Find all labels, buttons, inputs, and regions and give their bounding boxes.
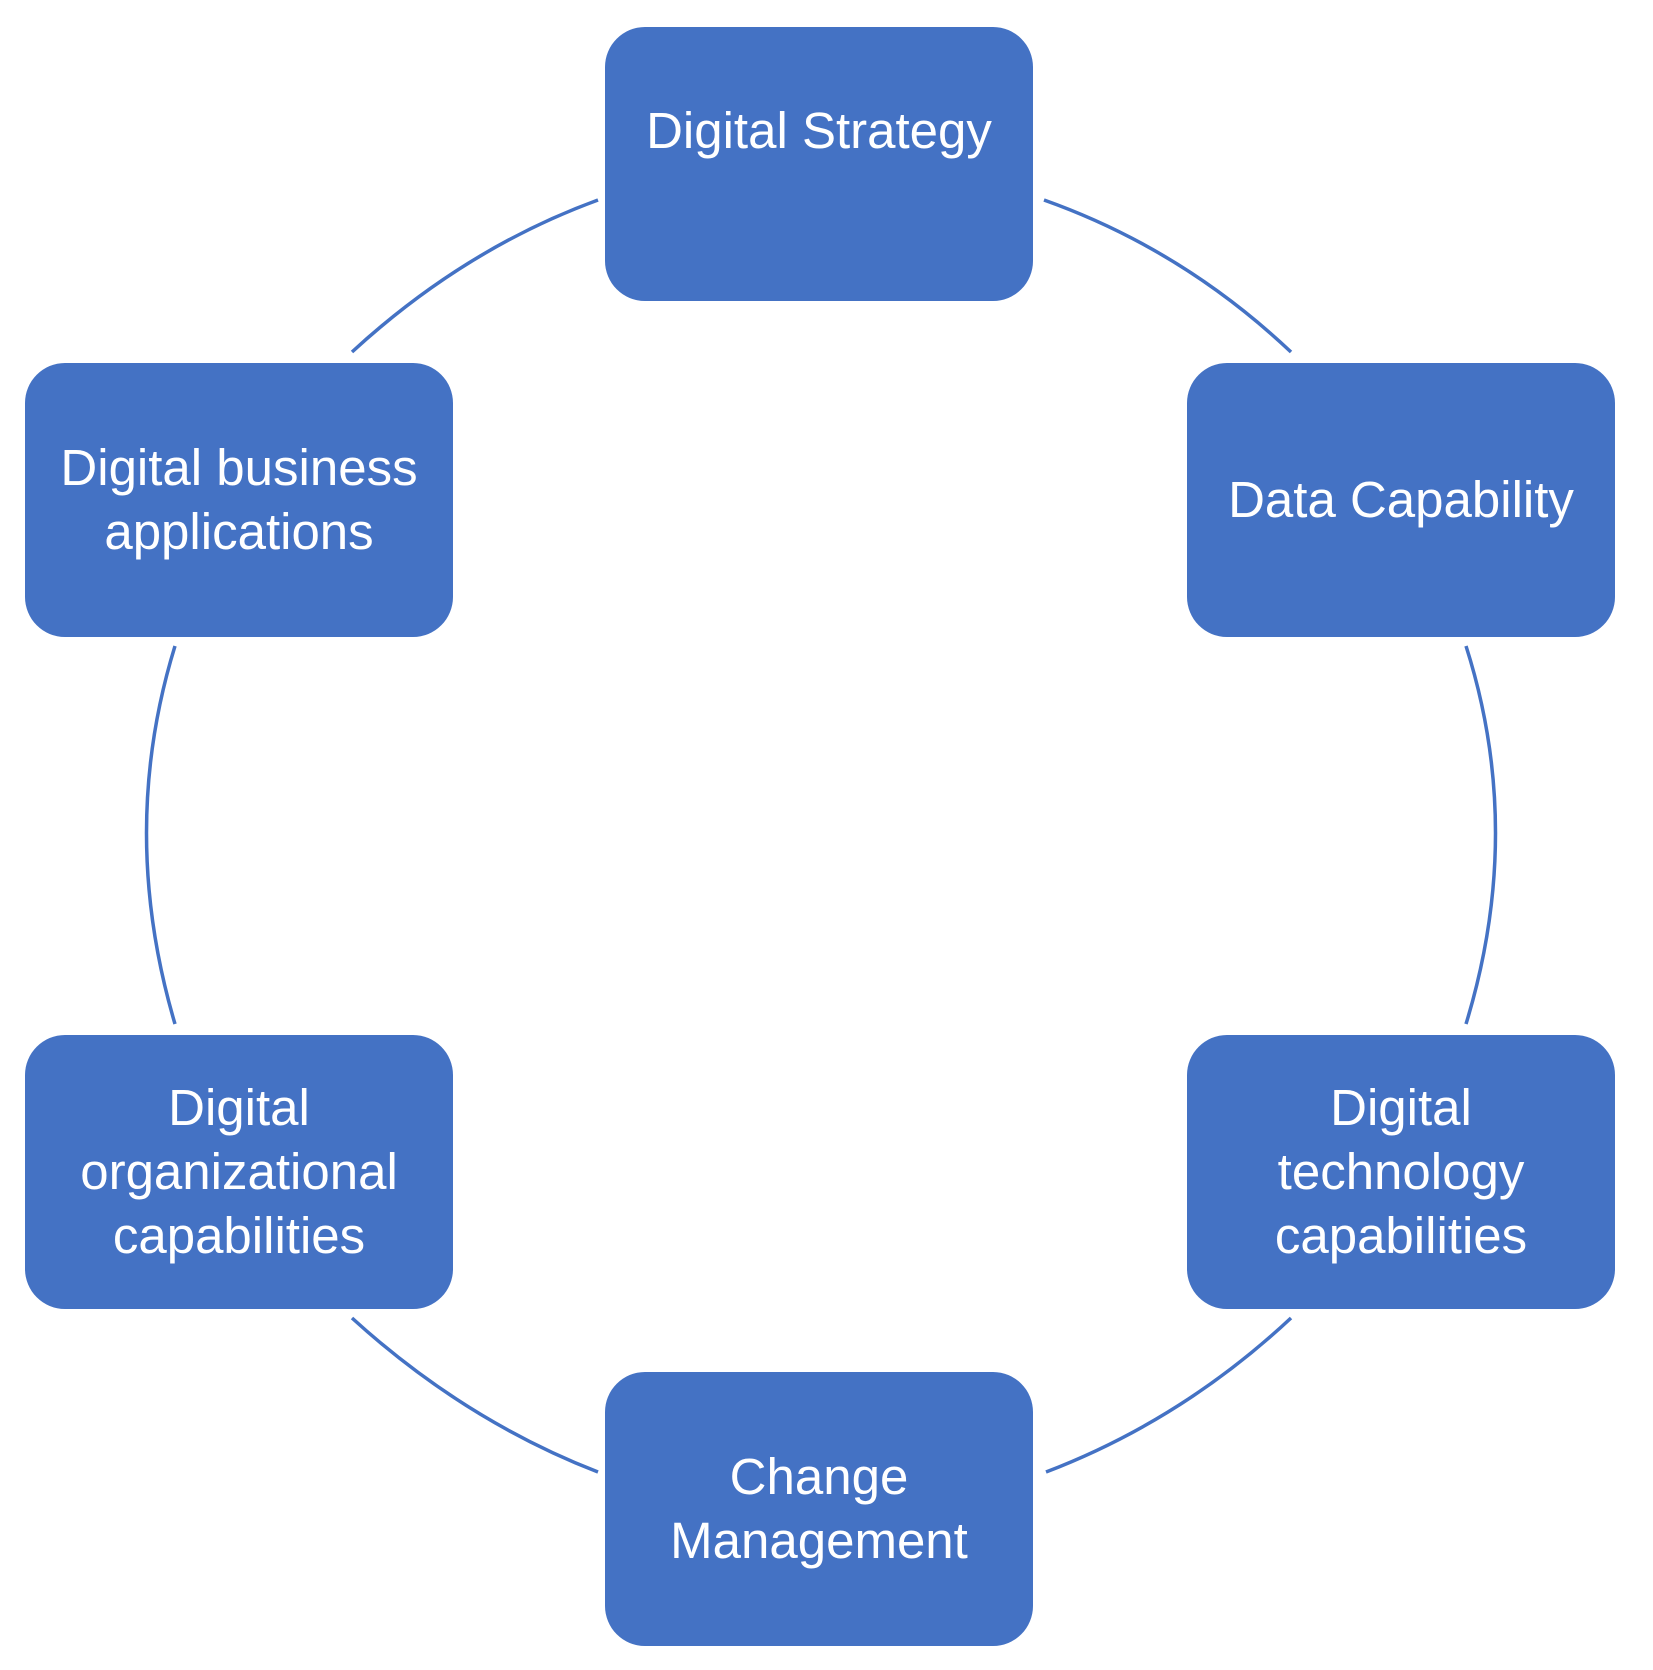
node-digital-technology-capabilities: Digital technology capabilities [1187, 1035, 1615, 1309]
connector-arc-change-to-organizational [350, 1316, 599, 1474]
node-label: Digital technology capabilities [1274, 1079, 1528, 1264]
connector-arc-data-to-technology [1464, 645, 1498, 1025]
node-data-capability: Data Capability [1187, 363, 1615, 637]
node-label: Digital organizational capabilities [80, 1079, 398, 1264]
node-label: Digital Strategy [646, 102, 992, 159]
node-label: Digital business applications [60, 439, 418, 560]
node-digital-business-applications: Digital business applications [25, 363, 453, 637]
node-digital-organizational-capabilities: Digital organizational capabilities [25, 1035, 453, 1309]
connector-arc-organizational-to-business [144, 645, 177, 1025]
connector-arc-strategy-to-data [1043, 198, 1293, 354]
node-change-management: Change Management [605, 1372, 1033, 1646]
connector-arc-business-to-strategy [350, 198, 599, 354]
connector-arc-technology-to-change [1045, 1316, 1293, 1474]
node-digital-strategy: Digital Strategy [605, 27, 1033, 301]
node-label: Data Capability [1228, 471, 1574, 528]
node-label: Change Management [670, 1448, 968, 1569]
